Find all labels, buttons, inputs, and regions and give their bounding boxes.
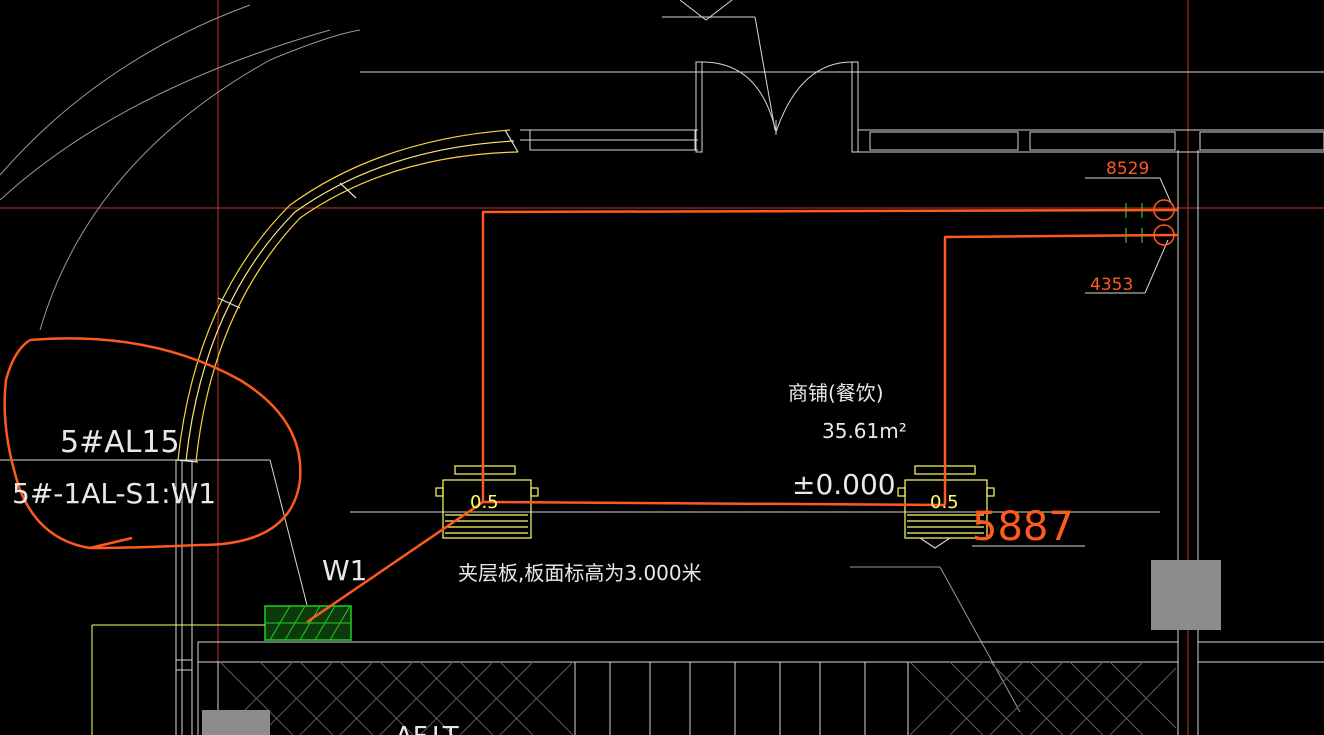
bottom-partial-label: AF.LT (395, 722, 459, 735)
circuit-reference: 5#-1AL-S1:W1 (12, 477, 216, 510)
reference-number-bottom: 4353 (1090, 275, 1133, 295)
hatched-wall-band (219, 661, 1177, 735)
light-fixture-left[interactable] (435, 465, 539, 539)
panel-tag: 5#AL15 (60, 425, 180, 460)
room-area: 35.61m² (822, 419, 907, 443)
curved-duct (177, 129, 519, 463)
reference-number-top: 8529 (1106, 159, 1149, 179)
reference-number-large: 5887 (972, 504, 1074, 550)
column-block-right (1151, 560, 1221, 630)
column-block-bottom-left (202, 710, 270, 735)
construction-curves (0, 4, 1021, 713)
markup-cloud (3, 337, 302, 550)
fixture-value-left: 0.5 (470, 492, 499, 513)
wiring-runs (306, 208, 1179, 624)
duct-joints (175, 129, 519, 463)
floor-elevation: ±0.000 (792, 468, 896, 501)
mezzanine-note: 夹层板,板面标高为3.000米 (458, 561, 702, 585)
junction-box-w1[interactable] (91, 605, 352, 735)
room-name: 商铺(餐饮) (788, 381, 884, 405)
circuit-label-w1: W1 (322, 554, 368, 587)
riser-symbols[interactable] (1153, 199, 1175, 246)
fixture-value-right: 0.5 (930, 492, 959, 513)
